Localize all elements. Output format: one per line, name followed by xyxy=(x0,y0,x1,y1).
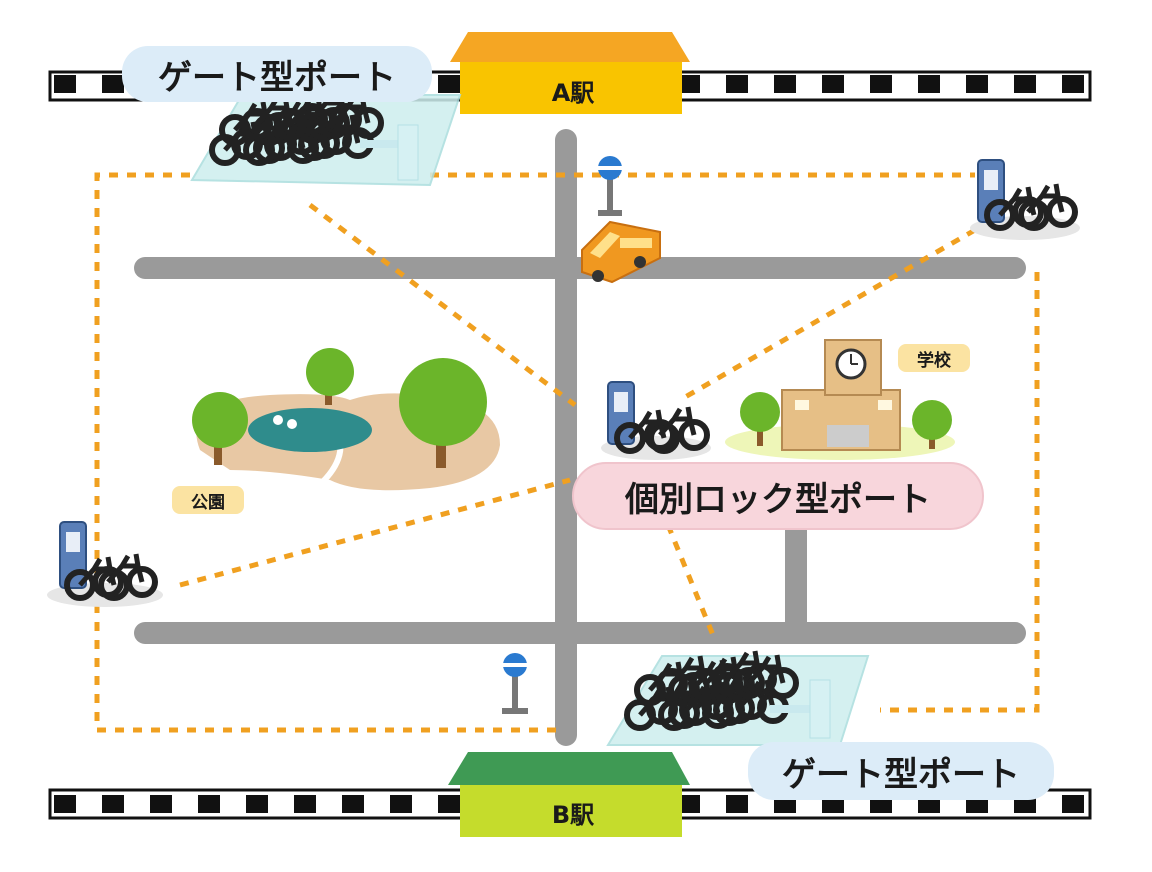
lock-port-left xyxy=(47,521,163,607)
gate-port-top xyxy=(190,91,462,187)
lock-port-center xyxy=(601,381,711,460)
roads xyxy=(134,129,1026,746)
gate-port-bottom-label: ゲート型ポート xyxy=(748,742,1054,800)
tree-icon xyxy=(192,392,248,465)
clock-icon xyxy=(835,348,867,380)
bus-stop-sign-icon xyxy=(598,156,622,216)
gate-port-bottom xyxy=(606,651,870,746)
station-a-label: A駅 xyxy=(551,78,595,107)
individual-lock-port-label: 個別ロック型ポート xyxy=(572,462,984,530)
station-b-label: B駅 xyxy=(551,800,595,829)
school-label: 学校 xyxy=(898,344,970,372)
park-label: 公園 xyxy=(172,486,244,514)
station-a xyxy=(450,32,690,114)
park xyxy=(192,348,500,503)
school xyxy=(725,339,955,460)
route-lines xyxy=(94,172,1040,733)
tree-icon xyxy=(740,392,780,446)
tree-icon xyxy=(306,348,354,405)
bus-icon xyxy=(581,220,661,284)
tree-icon xyxy=(399,358,487,468)
bus-stop-sign-icon xyxy=(502,653,528,714)
lock-port-top-right xyxy=(970,159,1080,240)
tree-icon xyxy=(912,400,952,449)
station-b xyxy=(448,752,690,837)
gate-port-top-label: ゲート型ポート xyxy=(122,46,432,102)
pond-icon xyxy=(248,408,372,452)
